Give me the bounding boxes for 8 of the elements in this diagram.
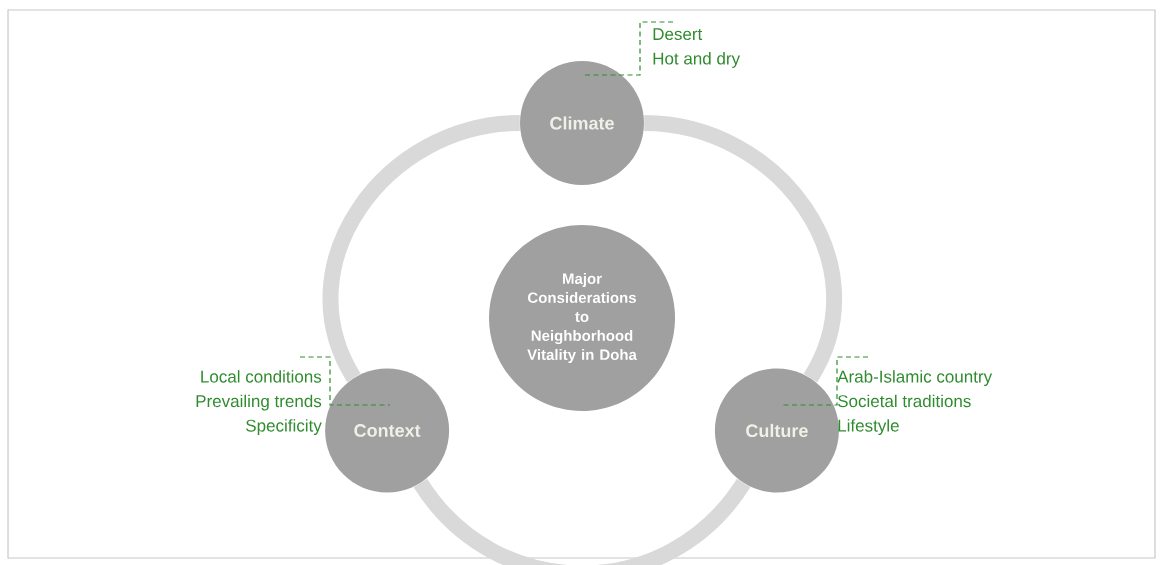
ring-arc xyxy=(413,478,751,565)
note-text: Desert Hot and dry xyxy=(653,28,741,68)
leader-line xyxy=(584,21,674,76)
ring-arc xyxy=(643,115,842,382)
note-text: Arab-Islamic country Societal traditions Lifestyle xyxy=(837,370,993,436)
leader-line xyxy=(299,356,391,406)
note-text: Local conditions Prevailing trends Specificity xyxy=(196,370,322,436)
ring-arc xyxy=(322,115,521,382)
